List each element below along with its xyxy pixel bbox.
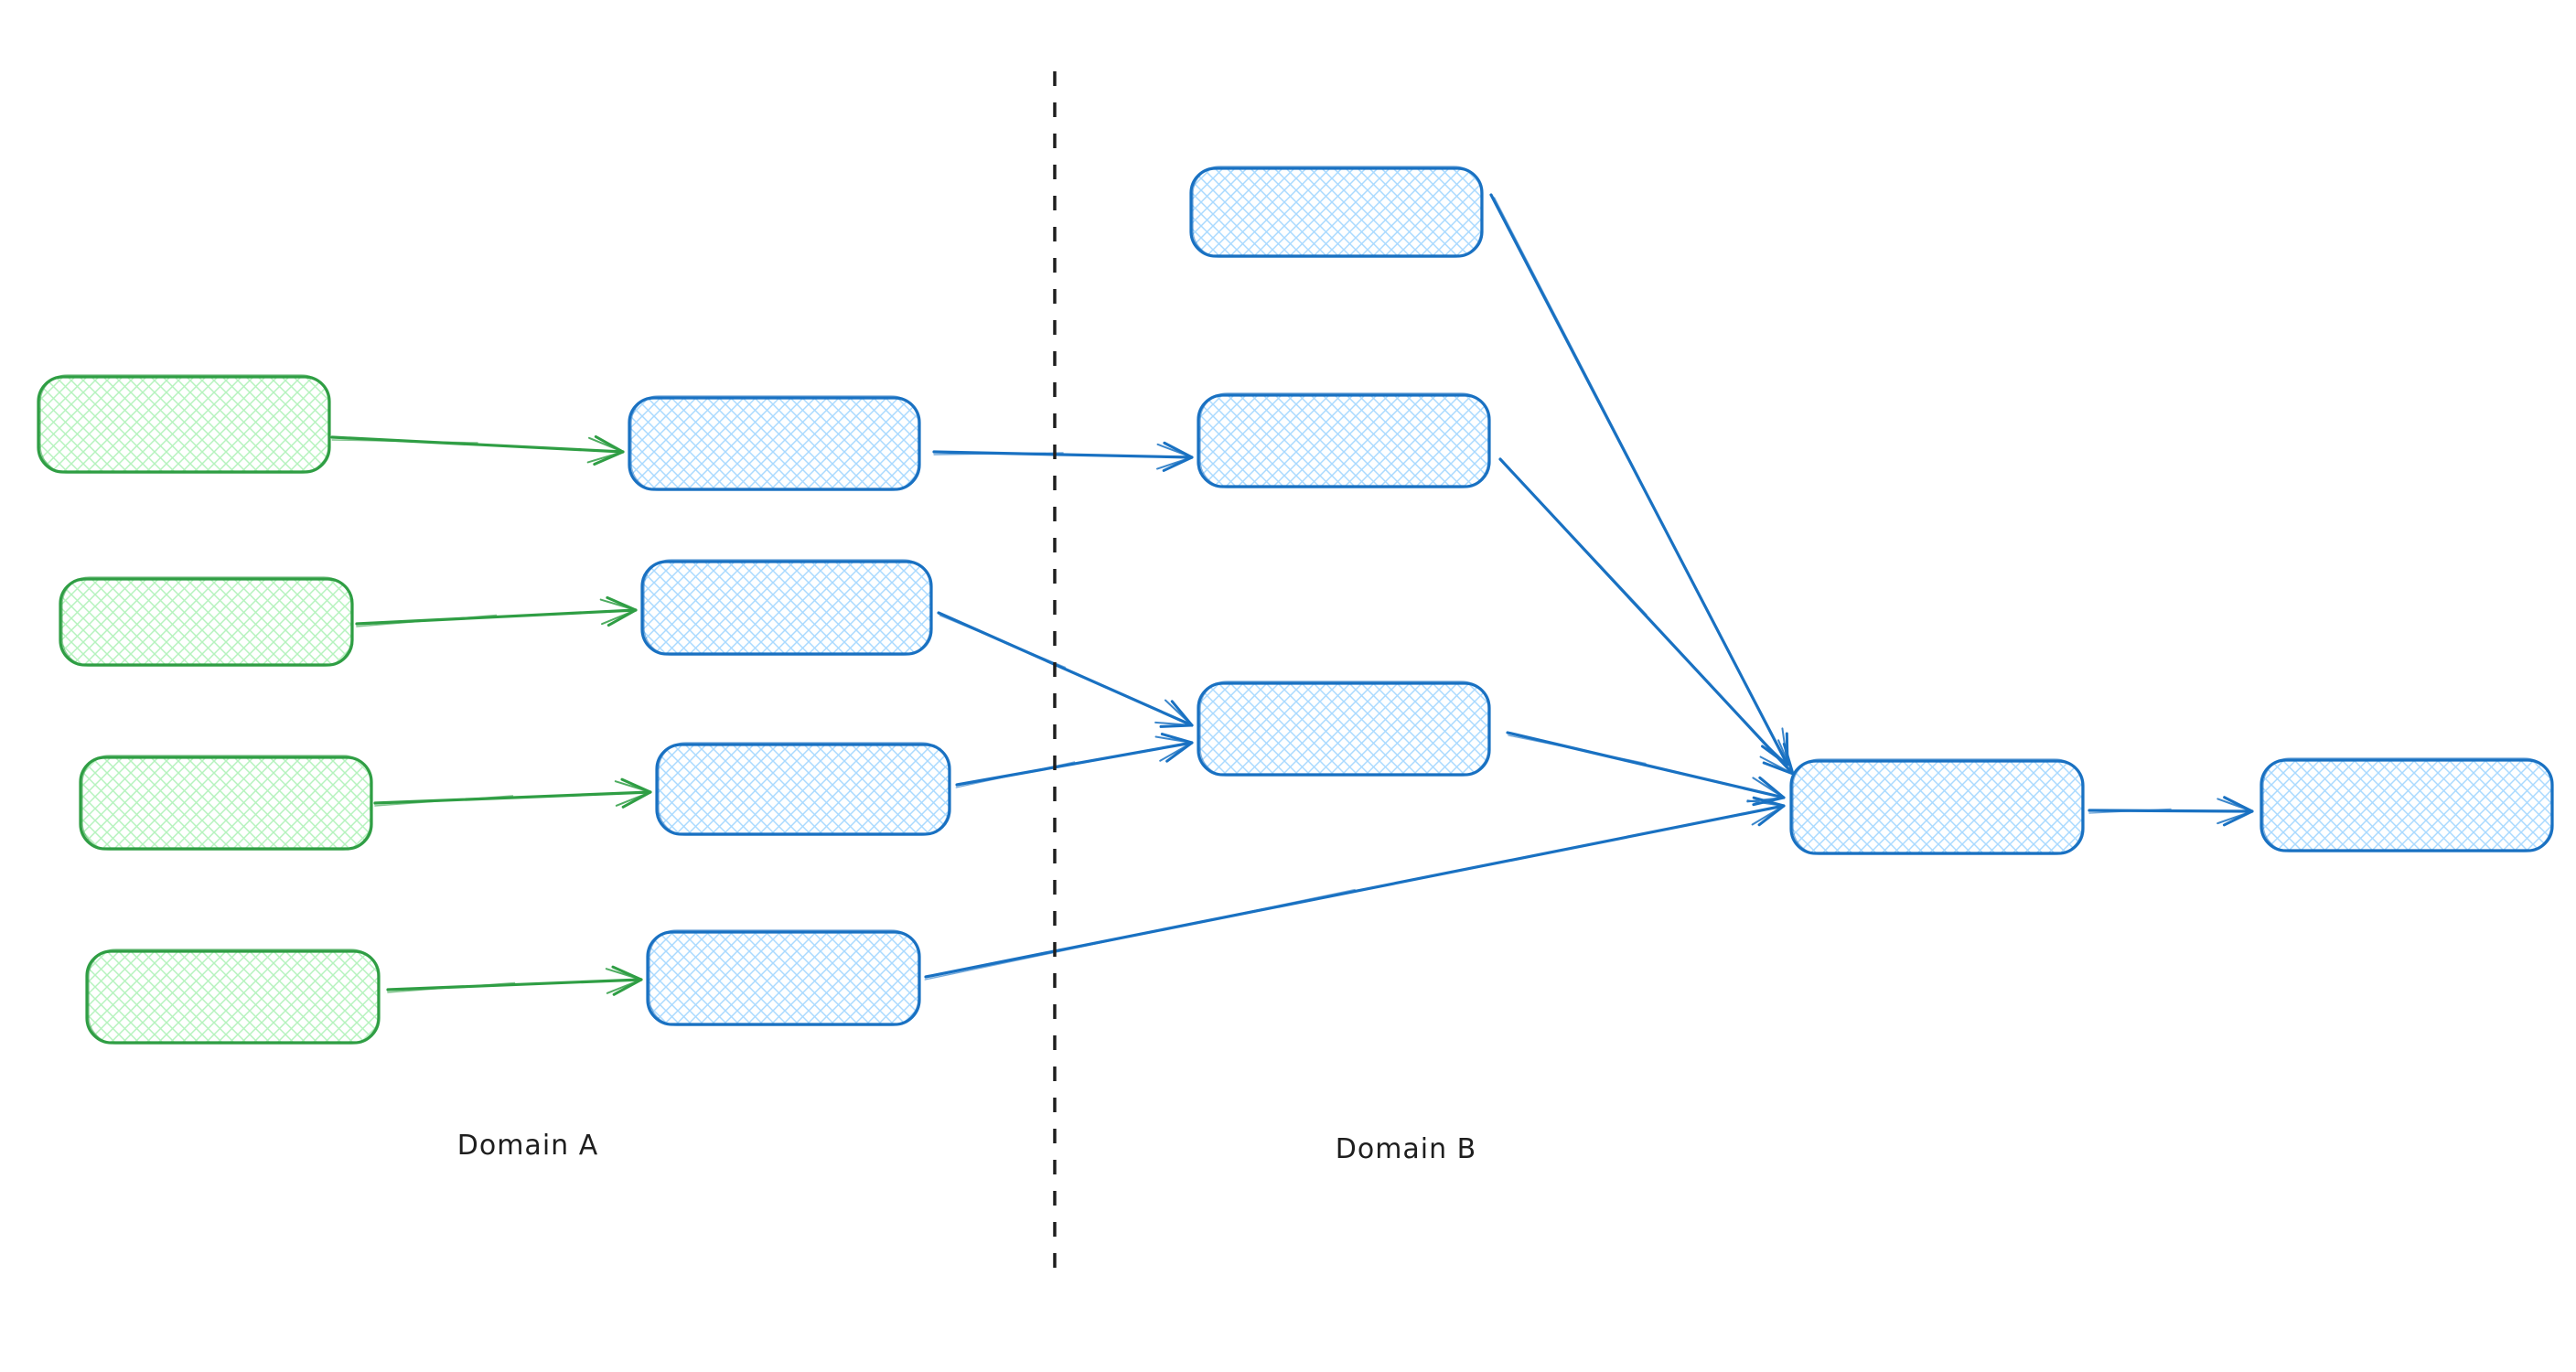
edges-layer [330, 193, 2254, 996]
nodes-layer [37, 166, 2554, 1045]
node-domain-a-source-4 [85, 949, 381, 1045]
node-domain-b-node-3 [1197, 681, 1491, 777]
node-domain-a-source-1 [37, 374, 331, 474]
domain-a-label: Domain A [457, 1130, 598, 1162]
edge-source2-to-stage2 [355, 595, 638, 627]
node-domain-a-stage-3 [655, 742, 951, 836]
node-domain-a-source-2 [59, 576, 354, 667]
node-domain-a-stage-2 [640, 559, 933, 656]
domain-b-label: Domain B [1336, 1133, 1477, 1165]
edge-source4-to-stage4 [386, 965, 643, 996]
edge-source3-to-stage3 [373, 777, 652, 809]
edge-hub-to-final [2088, 796, 2254, 827]
edge-stage2-to-node3 [937, 611, 1194, 728]
edge-stage3-to-node3 [955, 733, 1194, 788]
node-domain-b-node-1 [1189, 166, 1484, 258]
edge-node3-to-hub [1506, 731, 1786, 807]
node-domain-b-final [2259, 757, 2554, 852]
node-domain-a-stage-4 [646, 929, 921, 1026]
edge-source1-to-stage1 [330, 434, 625, 466]
edge-node1-to-hub [1489, 193, 1789, 766]
node-domain-a-source-3 [79, 755, 373, 851]
node-domain-a-stage-1 [628, 395, 921, 491]
edge-stage1-to-node2 [932, 441, 1194, 472]
edge-node2-to-hub [1498, 457, 1795, 776]
node-domain-b-node-2 [1197, 392, 1491, 488]
node-domain-b-hub [1789, 758, 2085, 855]
